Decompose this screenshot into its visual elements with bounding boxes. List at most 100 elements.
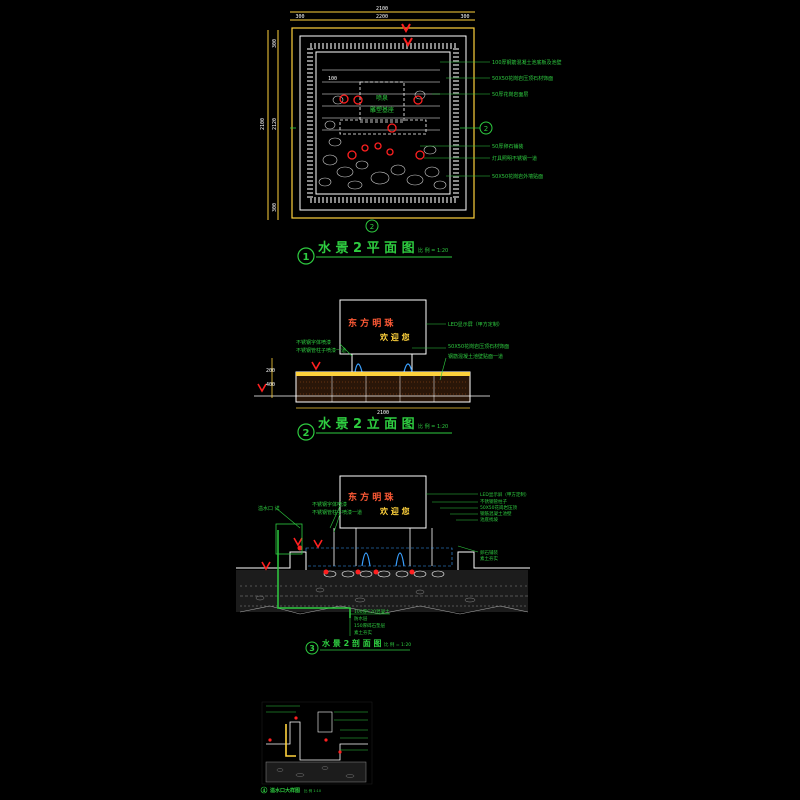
elevation-title-number: 2 <box>303 428 310 439</box>
elevation-sign-yellow-text: 欢 迎 您 <box>379 332 410 342</box>
plan-water-lines <box>322 69 440 131</box>
section-title-number: 3 <box>309 644 315 653</box>
svg-text:2: 2 <box>370 223 374 231</box>
plan-scale: 比 例 = 1:20 <box>418 247 448 254</box>
plan-dim-height-total: 2100 <box>260 118 266 130</box>
elevation-sign-board <box>339 299 427 355</box>
detail-soil-texture <box>276 766 355 778</box>
plan-center-label-2: 雕塑基座 <box>370 106 394 114</box>
detail-title: 溢水口大样图 <box>270 787 300 794</box>
plan-note-1: 100厚钢筋混凝土池底板及池壁 <box>492 59 562 66</box>
section-note-right-6: 卵石铺装 <box>480 549 498 556</box>
elevation-pool-joints <box>331 376 435 402</box>
plan-view: 2100 2200 300 300 2100 2120 300 300 100 <box>260 6 562 265</box>
section-note-bottom-2: 防水层 <box>354 615 368 622</box>
elevation-level-markers <box>257 361 321 393</box>
plan-note-5: 灯具照明不锈钢一道 <box>492 155 537 162</box>
elevation-note-right-1: LED显示屏（甲方定制） <box>448 321 503 328</box>
svg-text:2: 2 <box>484 125 488 133</box>
plan-note-6: 50X50花岗岩外墙贴面 <box>492 173 543 180</box>
section-scale: 比 例 = 1:20 <box>384 641 411 648</box>
section-note-left-1: 溢水口 详 <box>258 505 280 512</box>
elevation-note-left-2: 不锈钢管柱子喷漆一道 <box>296 347 346 354</box>
plan-sculpture-base-outline <box>359 81 405 123</box>
section-posts <box>333 528 433 566</box>
section-note-bottom-4: 素土夯实 <box>354 629 372 636</box>
section-level-markers <box>261 537 323 571</box>
plan-section-marker-right: 2 <box>460 121 493 135</box>
section-note-left-3: 不锈钢管柱子喷漆一道 <box>312 509 362 516</box>
plan-nozzles <box>339 94 425 160</box>
plan-outer-frame <box>291 27 475 219</box>
section-title: 水 景 2 剖 面 图 <box>321 638 382 648</box>
section-water-jets <box>361 552 405 567</box>
plan-coping-frame <box>299 35 467 211</box>
plan-note-3: 50厚花岗岩面层 <box>492 91 528 98</box>
plan-dim-overall: 2100 <box>376 6 388 12</box>
elevation-pool-body <box>295 371 471 403</box>
section-note-right-1: LED显示屏（甲方定制） <box>480 491 529 498</box>
plan-pebble-cluster <box>318 90 447 190</box>
elevation-pool-texture <box>300 381 466 395</box>
plan-gravel-band <box>307 43 459 203</box>
section-note-right-5: 池底找坡 <box>480 516 498 523</box>
elevation-pool-coping <box>296 372 470 376</box>
elevation-leader-lines <box>339 323 447 381</box>
section-title-number-circle <box>305 641 319 655</box>
plan-dim-small-b: 300 <box>272 203 278 212</box>
section-note-right-3: 50X50花岗岩压顶 <box>480 504 518 511</box>
section-leader-lines-bottom <box>349 608 390 636</box>
elevation-title-number-circle <box>297 423 315 441</box>
section-note-bottom-3: 150厚碎石垫层 <box>354 622 386 629</box>
plan-dim-small-a: 300 <box>272 39 278 48</box>
section-sign-red-text: 东 方 明 珠 <box>348 491 394 503</box>
detail-outline <box>266 721 368 761</box>
plan-note-2: 50X50花岗岩压顶石材饰面 <box>492 75 553 82</box>
detail-title-number: 4 <box>263 788 266 793</box>
plan-sign-base-outline <box>339 119 427 135</box>
elevation-dim-h1: 200 <box>266 368 275 374</box>
plan-dim-side-left: 300 <box>295 14 304 20</box>
plan-dim-side-right: 300 <box>460 14 469 20</box>
detail-red-markers <box>268 716 342 754</box>
detail-title-number-circle <box>260 786 268 794</box>
plan-center-label-1: 喷泉 <box>376 94 388 102</box>
plan-leader-lines <box>420 61 490 177</box>
plan-title-number-circle <box>297 247 315 265</box>
plan-dim-inner: 2200 <box>376 14 388 20</box>
section-leader-lines-left <box>275 505 341 533</box>
plan-dim-small-c: 100 <box>328 76 337 82</box>
elevation-note-right-3: 钢筋混凝土池壁贴面一道 <box>448 353 503 360</box>
section-note-left-2: 不锈钢字体喷漆 <box>312 501 347 508</box>
detail-view: 溢水口大样图 比 例 1:10 4 <box>260 701 373 794</box>
plan-note-4: 50厚卵石铺装 <box>492 143 523 150</box>
section-note-bottom-1: 100厚C20混凝土 <box>354 608 390 615</box>
elevation-note-right-2: 50X50花岗岩压顶石材饰面 <box>448 343 509 350</box>
section-note-right-4: 钢筋混凝土池壁 <box>480 510 512 517</box>
detail-bounds <box>261 701 373 785</box>
detail-scale: 比 例 1:10 <box>304 788 321 793</box>
detail-soil <box>265 761 367 783</box>
elevation-water-jets <box>354 363 413 373</box>
plan-title-number: 1 <box>303 252 310 263</box>
elevation-dim-h2: 400 <box>266 382 275 388</box>
plan-dim-height-inner: 2120 <box>272 118 278 130</box>
detail-overflow-box <box>317 711 333 733</box>
plan-elevation-marker <box>401 23 413 48</box>
section-note-right-2: 不锈钢管柱子 <box>480 498 507 505</box>
elevation-scale: 比 例 = 1:20 <box>418 423 448 430</box>
elevation-dim-width: 2100 <box>377 410 389 416</box>
plan-title: 水 景 2 平 面 图 <box>318 240 415 256</box>
section-overflow-box <box>275 523 303 555</box>
section-soil-texture <box>240 585 528 607</box>
elevation-title: 水 景 2 立 面 图 <box>318 416 415 432</box>
section-red-nozzles <box>297 545 415 575</box>
section-pebbles <box>323 570 445 578</box>
plan-pool-edge <box>315 51 451 195</box>
elevation-sign-red-text: 东 方 明 珠 <box>348 317 394 329</box>
section-sign-yellow-text: 欢 迎 您 <box>379 506 410 516</box>
detail-waterproof-layer <box>285 724 296 757</box>
elevation-view: 东 方 明 珠 欢 迎 您 2100 <box>254 299 509 441</box>
section-leader-lines-right <box>426 493 479 553</box>
